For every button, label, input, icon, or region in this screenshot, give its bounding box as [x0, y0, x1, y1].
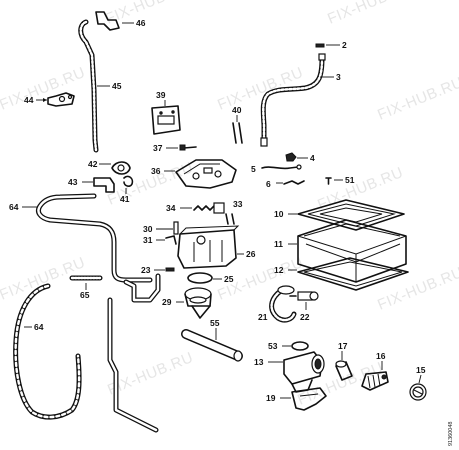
- part-40-strip: [232, 122, 243, 144]
- part-6-spring: [283, 180, 305, 185]
- label-16: 16: [376, 351, 386, 361]
- label-64-a: 64: [9, 202, 19, 212]
- label-10: 10: [274, 209, 284, 219]
- part-13-pump: [283, 351, 325, 393]
- part-4-nut: [285, 152, 297, 162]
- part-22-valve: [289, 291, 319, 301]
- part-21-hose: [269, 285, 297, 323]
- part-31-lever: [165, 235, 177, 245]
- part-12-seal: [297, 257, 409, 291]
- part-42-valve-cap: [111, 161, 131, 175]
- label-21: 21: [258, 312, 268, 322]
- part-37-screw: [179, 144, 197, 151]
- label-6: 6: [266, 179, 271, 189]
- part-30-pin: [173, 221, 179, 235]
- label-51: 51: [345, 175, 355, 185]
- part-39-bracket: [151, 105, 181, 135]
- part-46-hose-hook: [95, 11, 120, 31]
- label-17: 17: [338, 341, 348, 351]
- part-16-filter: [361, 371, 389, 391]
- part-51-screw: [325, 177, 332, 185]
- label-3: 3: [336, 72, 341, 82]
- label-31: 31: [143, 235, 153, 245]
- leader-15: [418, 374, 422, 384]
- label-41: 41: [120, 194, 130, 204]
- label-46: 46: [136, 18, 146, 28]
- part-43-elbow: [93, 177, 115, 193]
- part-15-cap: [409, 383, 427, 401]
- label-39: 39: [156, 90, 166, 100]
- part-34-spring: [193, 202, 225, 214]
- part-44-clamp: [47, 92, 75, 107]
- label-65: 65: [80, 290, 90, 300]
- part-26-dispenser-housing: [177, 225, 240, 269]
- label-15: 15: [416, 365, 426, 375]
- label-13: 13: [254, 357, 264, 367]
- label-4: 4: [310, 153, 315, 163]
- part-64-lower-hose: [13, 283, 82, 420]
- label-64-b: 64: [34, 322, 44, 332]
- label-5: 5: [251, 164, 256, 174]
- label-22: 22: [300, 312, 310, 322]
- part-2-screw: [315, 43, 325, 48]
- label-53: 53: [268, 341, 278, 351]
- label-12: 12: [274, 265, 284, 275]
- part-19-bracket: [291, 387, 327, 411]
- label-42: 42: [88, 159, 98, 169]
- label-36: 36: [151, 166, 161, 176]
- label-2: 2: [342, 40, 347, 50]
- part-64-upper-hose: [35, 193, 153, 283]
- watermark-text: FIX-HUB.RU: [105, 349, 196, 399]
- part-45-corrugated-hose: [78, 19, 99, 153]
- label-29: 29: [162, 297, 172, 307]
- label-25: 25: [224, 274, 234, 284]
- part-23-screw: [165, 267, 175, 272]
- label-55: 55: [210, 318, 220, 328]
- part-53-ring: [291, 341, 309, 351]
- label-40: 40: [232, 105, 242, 115]
- watermark-text: FIX-HUB.RU: [315, 164, 406, 214]
- label-43: 43: [68, 177, 78, 187]
- part-36-valve-assembly: [175, 159, 237, 189]
- part-3-inlet-hose: [260, 53, 326, 147]
- label-45: 45: [112, 81, 122, 91]
- watermark-text: FIX-HUB.RU: [0, 64, 88, 114]
- drain-pipe-section: [107, 273, 161, 433]
- part-11-tub: [297, 219, 407, 283]
- label-23: 23: [141, 265, 151, 275]
- label-34: 34: [166, 203, 176, 213]
- part-33-clip: [225, 213, 235, 225]
- part-41-clip: [123, 175, 134, 187]
- part-5-tube: [261, 164, 302, 170]
- part-25-ring: [187, 272, 213, 284]
- arrow-44: [43, 98, 47, 102]
- label-37: 37: [153, 143, 163, 153]
- label-30: 30: [143, 224, 153, 234]
- label-11: 11: [274, 239, 283, 249]
- watermark-text: FIX-HUB.RU: [325, 0, 416, 28]
- part-55-tube: [181, 329, 243, 362]
- label-33: 33: [233, 199, 243, 209]
- label-19: 19: [266, 393, 276, 403]
- label-44: 44: [24, 95, 34, 105]
- watermark-text: FIX-HUB.RU: [375, 74, 459, 124]
- label-26: 26: [246, 249, 256, 259]
- document-code: 91360048: [448, 422, 454, 446]
- part-29-bellows: [184, 287, 212, 319]
- part-17-sleeve: [335, 360, 353, 381]
